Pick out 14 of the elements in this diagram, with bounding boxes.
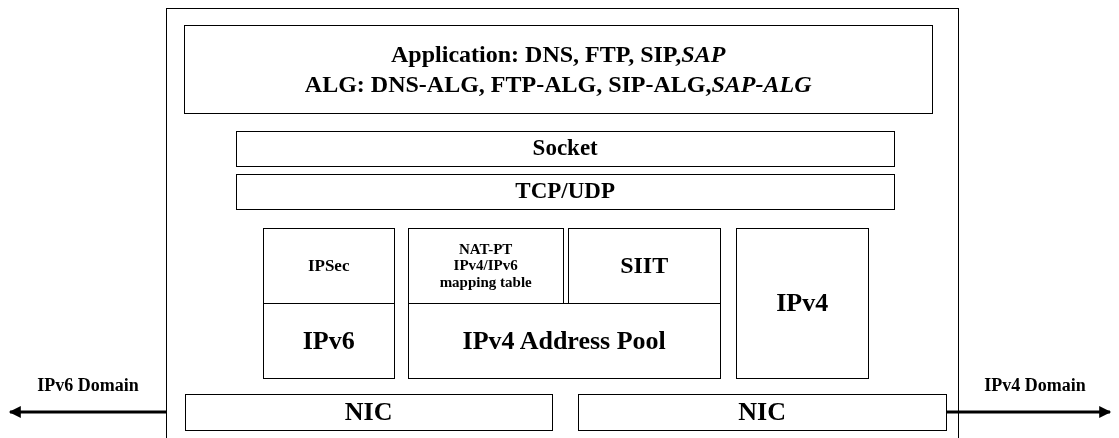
arrow bbox=[8, 406, 166, 418]
layer-box: IPv4 Address Pool bbox=[407, 302, 721, 379]
layer-box: NAT-PT IPv4/IPv6 mapping table bbox=[407, 227, 564, 304]
layer-box: SIIT bbox=[567, 227, 721, 304]
layer-box: IPv4 bbox=[735, 227, 869, 379]
layer-box: NIC bbox=[577, 393, 947, 431]
layer-box: IPSec bbox=[262, 227, 395, 304]
layer-box: IPv6 bbox=[262, 302, 395, 379]
layer-box: TCP/UDP bbox=[235, 173, 895, 210]
outer-frame bbox=[166, 8, 959, 438]
layer-box: Application: DNS, FTP, SIP,SAP ALG: DNS-ALG, FTP-ALG, SIP-ALG,SAP-ALG bbox=[183, 24, 933, 114]
layer-box: NIC bbox=[184, 393, 553, 431]
arrow bbox=[947, 406, 1112, 418]
layer-box: Socket bbox=[235, 130, 895, 167]
